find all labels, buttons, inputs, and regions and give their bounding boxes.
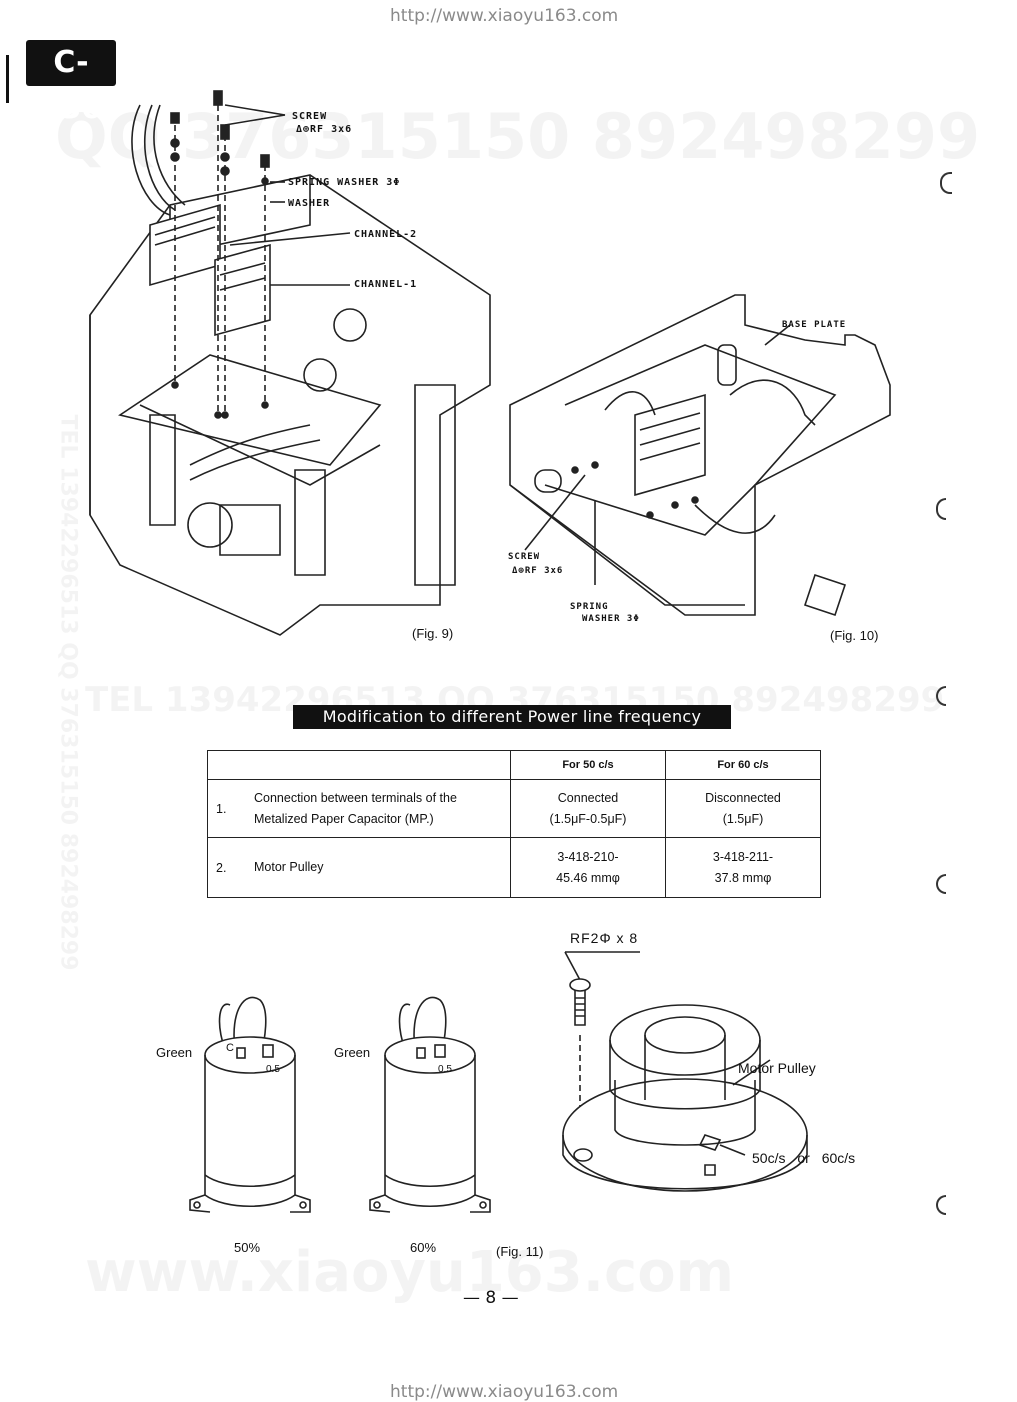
capacitor-60-green-label: Green (334, 1045, 371, 1060)
model-badge: C-530 (26, 40, 116, 126)
row-description: Motor Pulley (246, 837, 511, 898)
punch-hole-1 (940, 172, 952, 194)
table-header-blank (207, 750, 511, 780)
row-description-line1: Motor Pulley (254, 860, 324, 874)
fig10-screw-label: SCREW (508, 552, 541, 562)
capacitor-50-value: 0.5 (266, 1064, 280, 1075)
capacitor-50-green-label: Green (156, 1045, 193, 1060)
punch-hole-2 (936, 498, 946, 520)
fig11-capacitor-50 (189, 996, 311, 1213)
fig9-channel2-label: CHANNEL-2 (354, 229, 418, 240)
row-value-50-line2: 45.46 mmφ (556, 870, 620, 885)
left-margin-bar (6, 55, 9, 103)
watermark-side-left: TEL 13942296513 QQ 376315150 892498299 (56, 414, 81, 970)
row-value-50-line2: (1.5μF-0.5μF) (549, 811, 627, 826)
table-header-50: For 50 c/s (510, 750, 666, 780)
row-value-60-line1: 3-418-211- (712, 849, 774, 864)
row-value-50: Connected (1.5μF-0.5μF) (510, 779, 666, 838)
fig9-screw-spec: Δ⊕RF 3x6 (296, 124, 353, 135)
source-url-bottom[interactable]: http://www.xiaoyu163.com (390, 1382, 619, 1402)
section-title: Modification to different Power line fre… (293, 705, 731, 729)
fig11-caption: (Fig. 11) (496, 1244, 544, 1259)
page-number: — 8 — (463, 1288, 519, 1308)
pulley-frequency-note: 50c/s or 60c/s (752, 1150, 856, 1166)
row-value-60: Disconnected (1.5μF) (665, 779, 821, 838)
table-header-row: For 50 c/s For 60 c/s (207, 750, 821, 780)
punch-hole-5 (936, 1195, 946, 1215)
table-row: 2. Motor Pulley 3-418-210- 45.46 mmφ 3-4… (207, 837, 821, 898)
watermark-bottom: www.xiaoyu163.com (85, 1240, 734, 1305)
table-header-60: For 60 c/s (665, 750, 821, 780)
row-description: Connection between terminals of the Meta… (246, 779, 511, 838)
row-value-60: 3-418-211- 37.8 mmφ (665, 837, 821, 898)
capacitor-50-label: 50% (234, 1240, 261, 1255)
row-value-50-line1: 3-418-210- (557, 849, 619, 864)
fig11-motor-pulley (562, 951, 808, 1192)
row-number: 2. (207, 837, 246, 898)
capacitor-60-value: 0.5 (438, 1064, 452, 1075)
fig10-caption: (Fig. 10) (830, 628, 879, 643)
source-url-top[interactable]: http://www.xiaoyu163.com (390, 6, 619, 26)
row-number: 1. (207, 779, 246, 838)
fig10-screw-spec: Δ⊕RF 3x6 (512, 566, 564, 576)
motor-pulley-label: Motor Pulley (738, 1060, 816, 1076)
table-row: 1. Connection between terminals of the M… (207, 779, 821, 838)
fig9-washer-label: WASHER (288, 198, 331, 209)
fig10-chassis-diagram (509, 294, 891, 617)
pulley-screw-spec: RF2Φ x 8 (570, 930, 639, 946)
row-value-50: 3-418-210- 45.46 mmφ (510, 837, 666, 898)
modification-table: For 50 c/s For 60 c/s 1. Connection betw… (207, 750, 821, 898)
row-value-50-line1: Connected (557, 790, 619, 805)
punch-hole-3 (936, 686, 946, 706)
fig9-caption: (Fig. 9) (412, 626, 454, 641)
fig10-spring-washer-label-1: SPRING (570, 602, 609, 612)
fig9-exploded-diagram (89, 90, 491, 636)
row-description-line2: Metalized Paper Capacitor (MP.) (254, 811, 434, 826)
fig11-capacitor-60 (369, 996, 491, 1213)
capacitor-50-c-mark: C (226, 1042, 234, 1054)
punch-hole-4 (936, 874, 946, 894)
row-value-60-line2: (1.5μF) (722, 811, 764, 826)
fig10-spring-washer-label-2: WASHER 3Φ (582, 614, 640, 624)
row-value-60-line2: 37.8 mmφ (714, 870, 772, 885)
fig10-base-plate-label: BASE PLATE (782, 320, 847, 330)
row-description-line1: Connection between terminals of the (254, 790, 457, 805)
row-value-60-line1: Disconnected (705, 790, 781, 805)
watermark-top: QQ 376315150 892498299 (55, 100, 980, 173)
fig9-spring-washer-label: SPRING WASHER 3Φ (288, 177, 401, 188)
fig9-channel1-label: CHANNEL-1 (354, 279, 418, 290)
fig9-screw-label: SCREW (292, 111, 328, 122)
capacitor-60-label: 60% (410, 1240, 437, 1255)
